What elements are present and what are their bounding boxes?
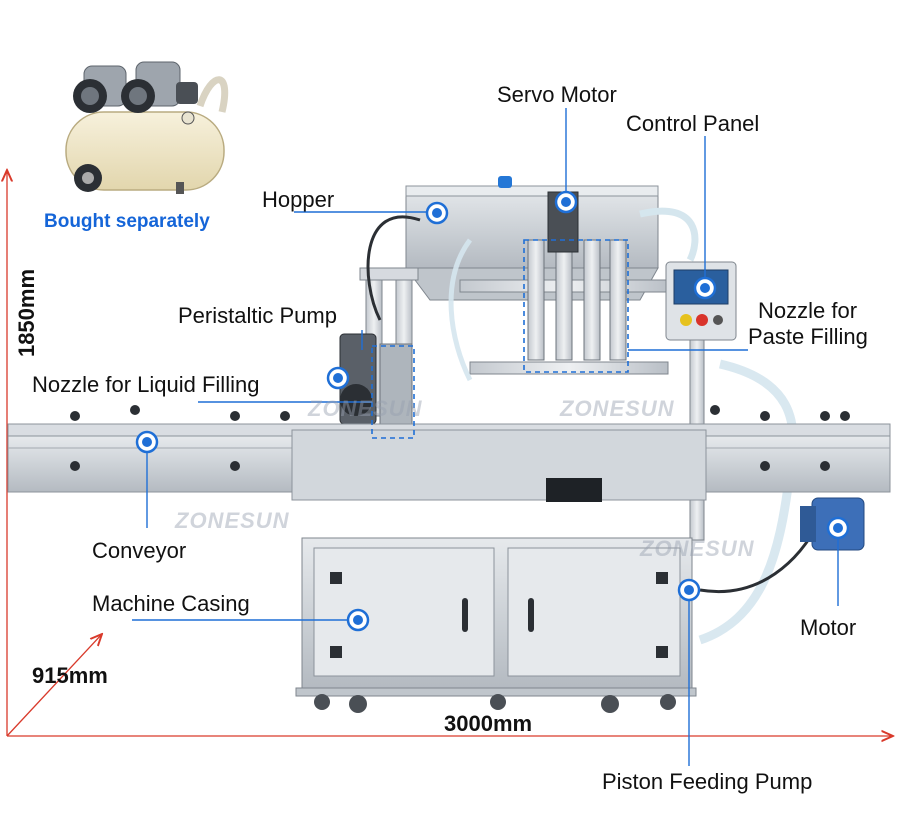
target-circle-icon <box>425 201 449 225</box>
target-circle-icon <box>346 608 370 632</box>
watermark: ZONESUN <box>640 536 755 561</box>
callout-markers <box>135 190 850 632</box>
dimension-depth: 915mm <box>32 663 108 688</box>
highlight-boxes <box>371 239 629 439</box>
label-hopper: Hopper <box>262 187 335 212</box>
filling-machine <box>7 176 891 713</box>
liquid-nozzle-box <box>371 345 415 439</box>
target-circle-icon <box>677 578 701 602</box>
dimension-width: 3000mm <box>444 711 533 736</box>
label-motor: Motor <box>800 615 857 640</box>
dimension-lines <box>7 170 893 736</box>
bought-separately-note: Bought separately <box>44 211 210 232</box>
watermark: ZONESUN <box>560 396 675 421</box>
label-peristaltic-pump: Peristaltic Pump <box>178 303 337 328</box>
watermark: ZONESUN <box>308 396 423 421</box>
label-servo-motor: Servo Motor <box>497 82 617 107</box>
dimension-height: 1850mm <box>14 268 39 358</box>
target-circle-icon <box>135 430 159 454</box>
target-circle-icon <box>826 516 850 540</box>
label-control-panel: Control Panel <box>626 111 760 136</box>
leader-lines <box>132 108 839 766</box>
label-nozzle-liquid: Nozzle for Liquid Filling <box>32 372 260 397</box>
label-conveyor: Conveyor <box>92 538 187 563</box>
air-compressor-icon <box>65 61 229 194</box>
label-nozzle-paste-line2: Paste Filling <box>748 324 868 349</box>
label-nozzle-paste-line1: Nozzle for <box>758 298 858 323</box>
target-circle-icon <box>326 366 350 390</box>
label-piston-pump: Piston Feeding Pump <box>602 769 813 794</box>
label-machine-casing: Machine Casing <box>92 591 250 616</box>
watermark: ZONESUN <box>175 508 290 533</box>
paste-nozzle-box <box>523 239 629 373</box>
target-circle-icon <box>554 190 578 214</box>
target-circle-icon <box>693 276 717 300</box>
